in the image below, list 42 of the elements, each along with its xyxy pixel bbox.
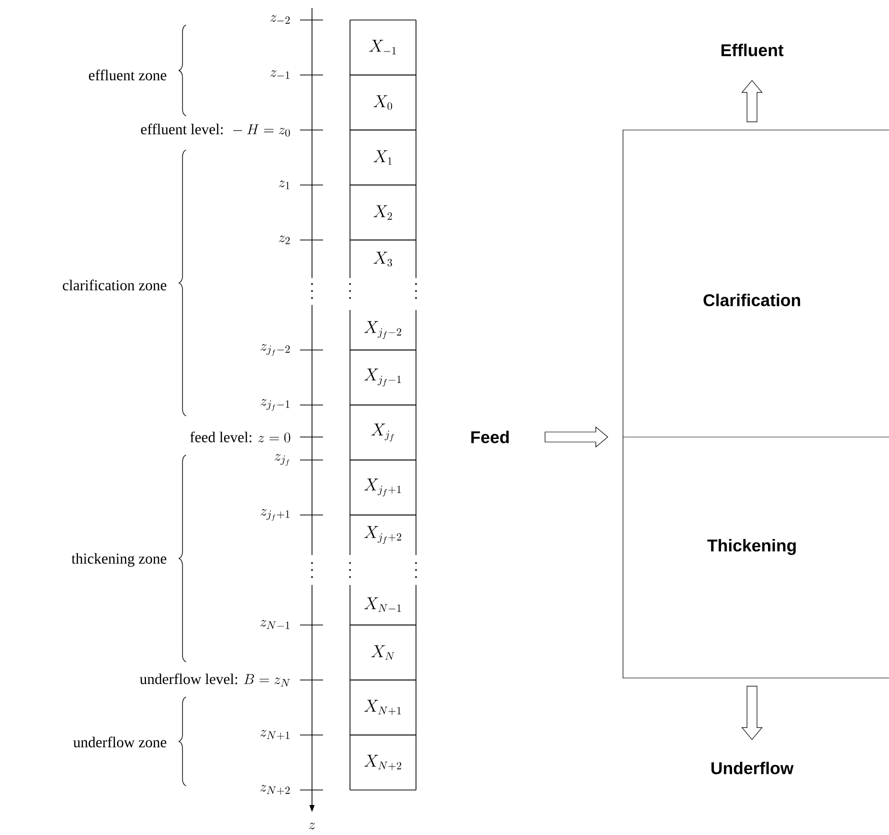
tick-label: $z_{j_f-2}$ xyxy=(260,344,290,356)
cell: $X_{j_f+2}$ xyxy=(350,514,416,556)
cell: $X_{j_f+1}$ xyxy=(350,460,416,516)
flow-label: Feed xyxy=(471,430,509,444)
block-arrow xyxy=(741,686,763,740)
cell: $X_{j_f}$ xyxy=(350,404,416,460)
tick-label: $z_{-2}$ xyxy=(270,15,290,24)
zone-label: underflow zone xyxy=(73,736,166,748)
tick-label: $\mbox{effluent level: }-H = z_0$ xyxy=(141,124,290,137)
tick-label: $z_{j_f+1}$ xyxy=(260,509,290,521)
cell: $X_{0}$ xyxy=(350,74,416,130)
flow-label: Effluent xyxy=(722,44,784,56)
tick-label: $\mbox{feed level: }z = 0$ xyxy=(190,432,290,442)
flow-label: Underflow xyxy=(711,762,794,774)
cell: $X_{N}$ xyxy=(350,624,416,680)
cell: $X_{N-1}$ xyxy=(350,584,416,626)
zone-label: Thickening xyxy=(707,539,796,555)
tick-label: $z_{N-1}$ xyxy=(260,620,290,629)
tick-label: $\mbox{underflow level: }B = z_N$ xyxy=(140,673,290,687)
block-arrow xyxy=(544,426,608,448)
zone-label: effluent zone xyxy=(88,70,166,80)
tick-label: $z_{j_f}$ xyxy=(274,454,290,466)
cell: $X_{2}$ xyxy=(350,184,416,240)
cell: $X_{j_f-2}$ xyxy=(350,310,416,350)
cell: $X_{j_f-1}$ xyxy=(350,350,416,406)
cell: $X_{N+2}$ xyxy=(350,734,416,790)
block-arrow xyxy=(741,80,763,122)
tick-label: $z_{-1}$ xyxy=(270,70,290,79)
tank-box xyxy=(622,130,889,678)
cell: $X_{N+1}$ xyxy=(350,680,416,736)
cell: $X_{1}$ xyxy=(350,130,416,186)
cell: $X_{3}$ xyxy=(350,240,416,278)
zone-region: Clarification xyxy=(622,294,889,438)
tick-label: $z_{j_f-1}$ xyxy=(260,399,290,411)
axis-label: $z$ xyxy=(309,822,316,830)
tick-label: $z_{N+1}$ xyxy=(260,730,290,740)
tick-label: $z_{2}$ xyxy=(278,236,290,244)
zone-label: clarification zone xyxy=(62,280,166,290)
zone-label: thickening zone xyxy=(72,553,166,567)
tick-label: $z_{N+2}$ xyxy=(260,785,290,795)
tick-label: $z_{1}$ xyxy=(278,180,290,190)
cell: $X_{-1}$ xyxy=(350,20,416,76)
